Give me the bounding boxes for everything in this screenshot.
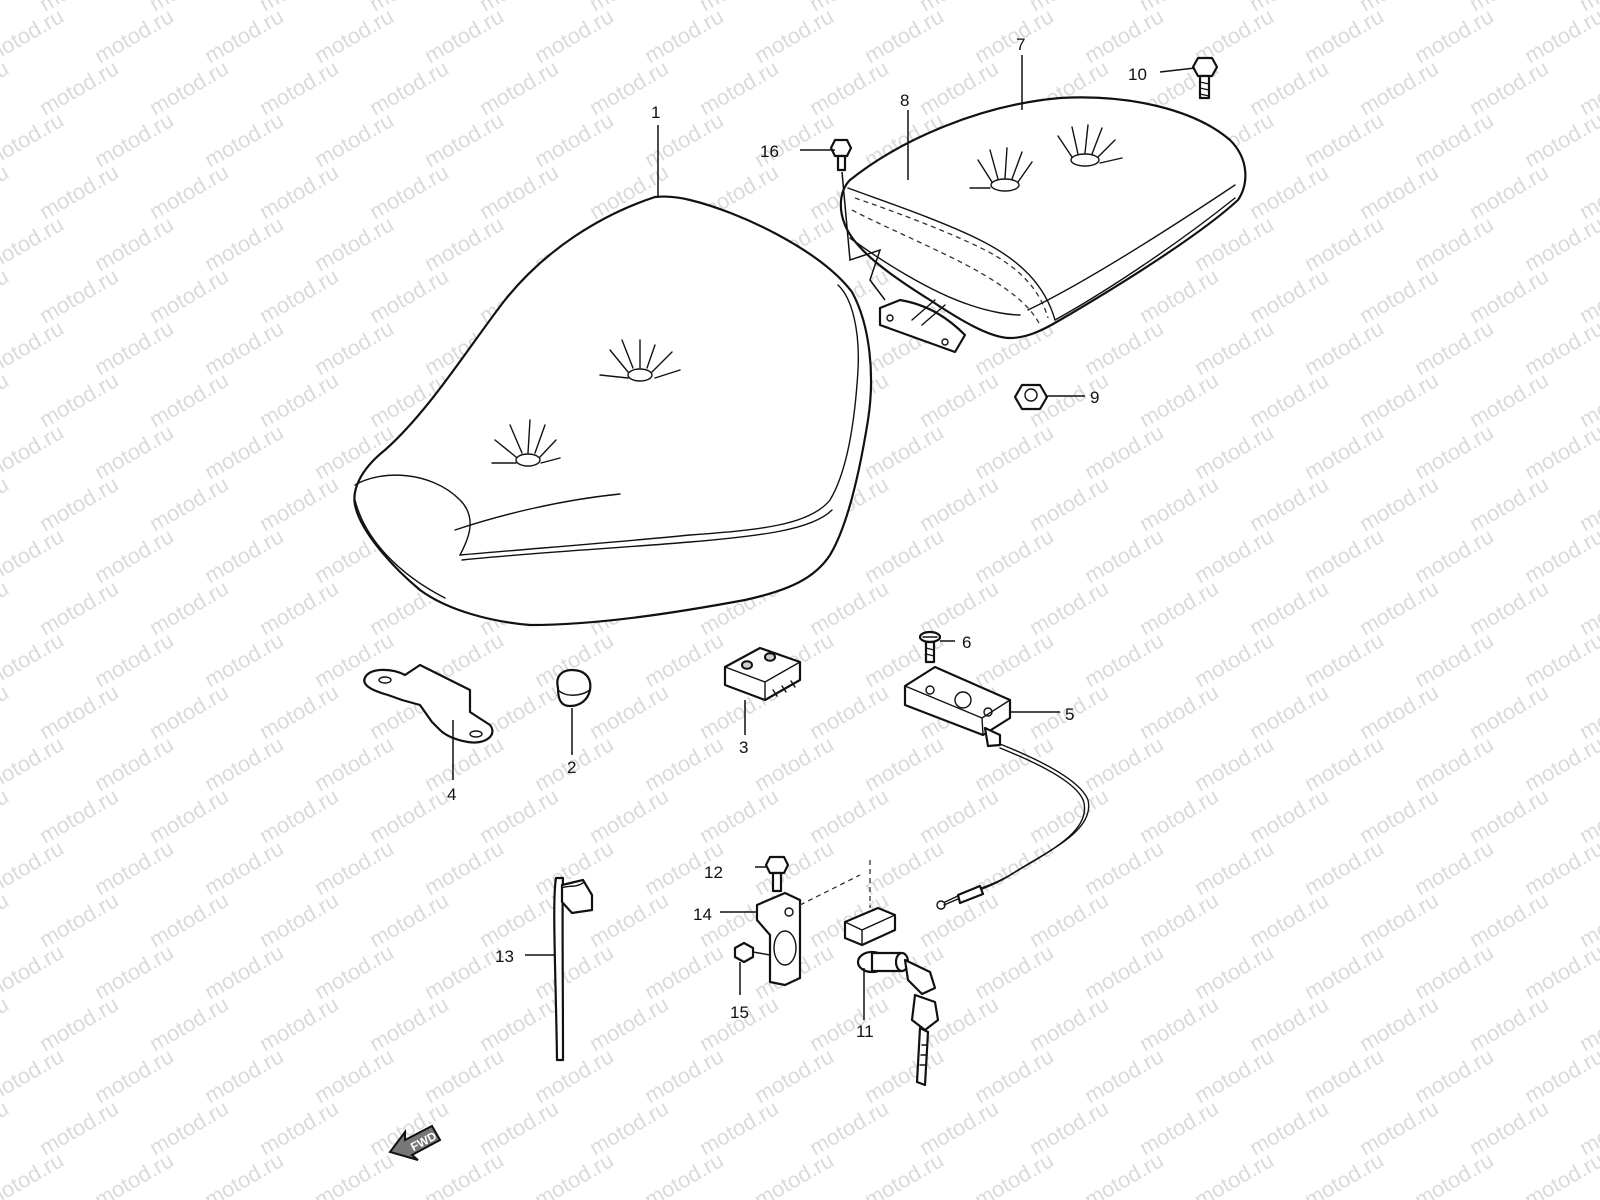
watermark-text: motod.ru xyxy=(1520,731,1600,796)
watermark-text: motod.ru xyxy=(1520,419,1600,484)
watermark-text: motod.ru xyxy=(0,679,13,744)
watermark-text: motod.ru xyxy=(0,0,13,16)
watermark-text: motod.ru xyxy=(1520,835,1600,900)
watermark-text: motod.ru xyxy=(0,1043,68,1108)
watermark-text: motod.ru xyxy=(1520,3,1600,68)
callout-9: 9 xyxy=(1090,388,1099,407)
bolt-12 xyxy=(764,855,790,893)
callout-12: 12 xyxy=(704,863,723,882)
watermark-text: motod.ru xyxy=(1520,627,1600,692)
watermark-text: motod.ru xyxy=(0,419,68,484)
watermark-text: motod.ru xyxy=(750,1147,838,1200)
watermark-text: motod.ru xyxy=(0,1147,68,1200)
callout-15: 15 xyxy=(730,1003,749,1022)
watermark-text: motod.ru xyxy=(0,575,13,640)
rubber-block-3 xyxy=(723,646,802,702)
forward-arrow-icon: FWD xyxy=(388,1124,442,1161)
watermark-text: motod.ru xyxy=(1520,107,1600,172)
callout-3: 3 xyxy=(739,738,748,757)
watermark-text: motod.ru xyxy=(0,887,13,952)
callout-8: 8 xyxy=(900,91,909,110)
watermark-text: motod.ru xyxy=(1520,315,1600,380)
watermark-text: motod.ru xyxy=(1080,1147,1168,1200)
watermark-text: motod.ru xyxy=(0,55,13,120)
callout-14: 14 xyxy=(693,905,712,924)
watermark-text: motod.ru xyxy=(420,1147,508,1200)
watermark-text: motod.ru xyxy=(1190,1147,1278,1200)
nut-9 xyxy=(1013,383,1049,411)
callout-10: 10 xyxy=(1128,65,1147,84)
watermark-text: motod.ru xyxy=(0,471,13,536)
watermark-text: motod.ru xyxy=(1520,1043,1600,1108)
watermark-text: motod.ru xyxy=(530,1147,618,1200)
leader-lines xyxy=(452,55,1196,1020)
seat-lock-release-5 xyxy=(903,665,1090,910)
watermark-text: motod.ru xyxy=(0,939,68,1004)
assembly-guide-lines xyxy=(799,860,871,908)
watermark-text: motod.ru xyxy=(1520,939,1600,1004)
callout-6: 6 xyxy=(962,633,971,652)
callout-1: 1 xyxy=(651,103,660,122)
watermark-text: motod.ru xyxy=(0,783,13,848)
screw-15 xyxy=(733,941,771,964)
lock-bracket-14 xyxy=(755,891,802,987)
watermark-text: motod.ru xyxy=(1300,1147,1388,1200)
bracket-4 xyxy=(363,663,494,744)
watermark-text: motod.ru xyxy=(970,1147,1058,1200)
watermark-text: motod.ru xyxy=(1520,523,1600,588)
watermark-text: motod.ru xyxy=(0,211,68,276)
watermark-text: motod.ru xyxy=(1410,1147,1498,1200)
bolt-10 xyxy=(1191,56,1219,100)
watermark-text: motod.ru xyxy=(0,731,68,796)
cushion-2 xyxy=(556,668,592,708)
watermark-text: motod.ru xyxy=(90,1147,178,1200)
callout-7: 7 xyxy=(1016,35,1025,54)
watermark-text: motod.ru xyxy=(860,1147,948,1200)
cable-tie-13 xyxy=(553,876,594,1062)
watermark-text: motod.ru xyxy=(0,3,68,68)
watermark-text: motod.ru xyxy=(310,1147,398,1200)
callouts: 1 2 3 4 5 6 7 8 9 10 11 12 13 14 15 16 xyxy=(447,35,1147,1041)
callout-16: 16 xyxy=(760,142,779,161)
watermark-text: motod.ru xyxy=(0,159,13,224)
watermark-text: motod.ru xyxy=(0,627,68,692)
bolt-16 xyxy=(829,138,886,301)
screw-6 xyxy=(918,630,942,664)
watermark-text: motod.ru xyxy=(640,1147,728,1200)
watermark-text: motod.ru xyxy=(0,107,68,172)
watermark-text: motod.ru xyxy=(0,991,13,1056)
watermark-text: motod.ru xyxy=(1520,211,1600,276)
watermark-text: motod.ru xyxy=(0,523,68,588)
watermark-text: motod.ru xyxy=(1520,1147,1600,1200)
callout-11: 11 xyxy=(856,1022,874,1041)
callout-2: 2 xyxy=(567,758,576,777)
watermark-text: motod.ru xyxy=(200,1147,288,1200)
watermark-text: motod.ru xyxy=(0,367,13,432)
key-lock-11 xyxy=(843,906,940,1087)
front-seat xyxy=(353,195,873,627)
watermark-text: motod.ru xyxy=(0,315,68,380)
watermark-text: motod.ru xyxy=(0,1095,13,1160)
watermark-text: motod.ru xyxy=(0,835,68,900)
rear-seat xyxy=(839,96,1247,354)
callout-13: 13 xyxy=(495,947,514,966)
callout-5: 5 xyxy=(1065,705,1074,724)
callout-4: 4 xyxy=(447,785,456,804)
watermark-text: motod.ru xyxy=(0,263,13,328)
